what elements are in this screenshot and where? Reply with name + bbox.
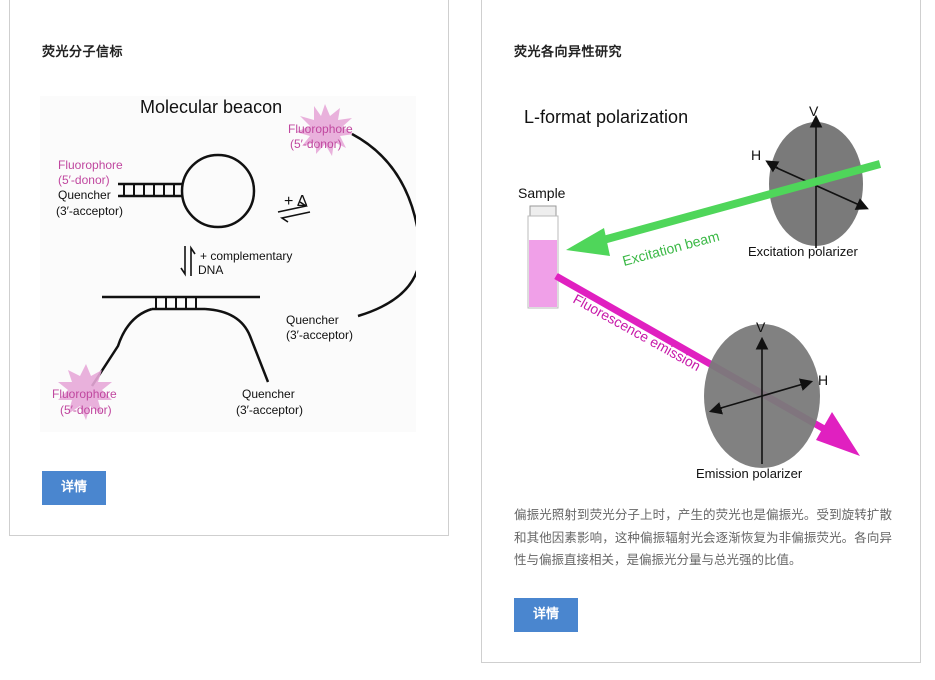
stem-base-pairs — [123, 184, 175, 196]
complementary-label: + complementary — [200, 249, 292, 263]
quencher-label: Quencher — [242, 387, 295, 401]
card-description: 偏振光照射到荧光分子上时，产生的荧光也是偏振光。受到旋转扩散和其他因素影响，这种… — [514, 507, 892, 567]
card-title: 荧光分子信标 — [42, 45, 124, 60]
quencher-label: Quencher — [58, 188, 111, 202]
probe-arm-left — [90, 307, 153, 387]
figure-heading: L-format polarization — [524, 107, 688, 127]
molecular-beacon-diagram: Molecular beacon Fluorophore (5′-donor) … — [52, 97, 422, 420]
horizontal-axis — [713, 378, 814, 411]
h-label: H — [751, 147, 761, 163]
fluorescence-emission-label: Fluorescence emission — [571, 291, 704, 374]
sample-solution — [529, 240, 557, 307]
dna-label: DNA — [198, 263, 223, 277]
emission-polarizer-label: Emission polarizer — [696, 466, 803, 481]
fluorophore-label: Fluorophore — [52, 387, 117, 401]
polarization-figure: L-format polarization V H Excitation pol… — [506, 96, 902, 486]
dna-strand — [351, 132, 422, 318]
v-label: V — [756, 319, 766, 335]
donor-label: (5′-donor) — [60, 403, 112, 417]
excitation-arrowhead — [566, 228, 610, 256]
l-format-polarization-diagram: L-format polarization V H Excitation pol… — [518, 103, 882, 481]
excitation-beam — [594, 160, 882, 246]
fluorophore-burst-icon — [58, 364, 112, 420]
cuvette-cap — [529, 205, 557, 217]
fluorophore-label: Fluorophore — [288, 122, 353, 136]
molecular-beacon-figure: Molecular beacon Fluorophore (5′-donor) … — [40, 96, 422, 432]
probe-arm-right — [204, 307, 270, 383]
acceptor-label: (3′-acceptor) — [236, 403, 303, 417]
v-label: V — [809, 103, 819, 119]
card-title: 荧光各向异性研究 — [514, 45, 623, 60]
figure-heading: Molecular beacon — [140, 97, 282, 117]
hairpin-loop — [180, 153, 256, 229]
fluorophore-burst-icon — [296, 104, 354, 156]
fluorescence-anisotropy-card: 荧光各向异性研究 L-format polarization V H Excit… — [481, 0, 921, 663]
fluorophore-label: Fluorophore — [58, 158, 123, 172]
donor-label: (5′-donor) — [290, 137, 342, 151]
acceptor-label: (3′-acceptor) — [56, 204, 123, 218]
acceptor-label: (3′-acceptor) — [286, 328, 353, 342]
details-button[interactable]: 详情 — [42, 471, 106, 505]
details-button[interactable]: 详情 — [514, 598, 578, 632]
sample-label: Sample — [518, 185, 566, 201]
molecular-beacon-card: 荧光分子信标 Molecular beacon Fluorophore (5′-… — [9, 0, 449, 536]
donor-label: (5′-donor) — [58, 173, 110, 187]
heat-label: + Δ — [284, 193, 308, 210]
vertical-equilibrium-icon — [180, 245, 196, 277]
hybrid-base-pairs — [155, 297, 197, 309]
excitation-polarizer-label: Excitation polarizer — [748, 244, 858, 259]
emission-arrowhead — [816, 412, 860, 456]
equilibrium-icon — [277, 201, 311, 223]
quencher-label: Quencher — [286, 313, 339, 327]
h-label: H — [818, 372, 828, 388]
horizontal-axis — [767, 163, 869, 210]
